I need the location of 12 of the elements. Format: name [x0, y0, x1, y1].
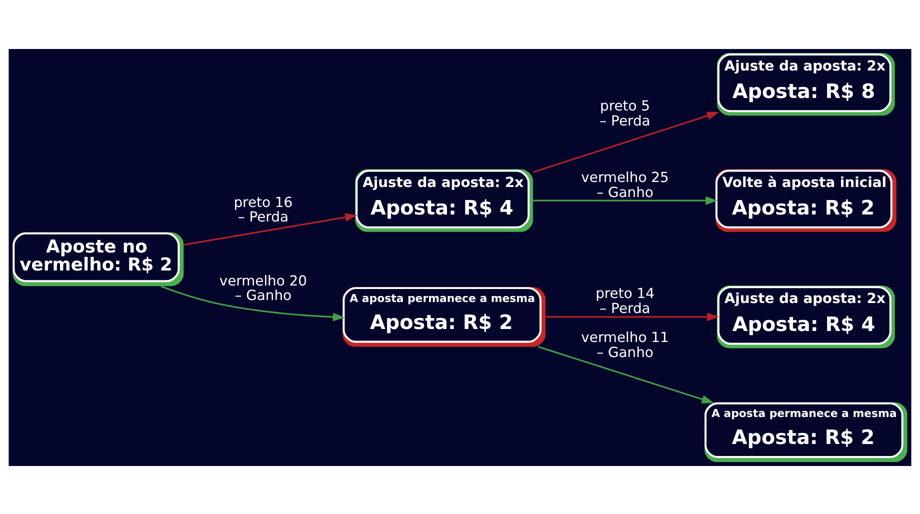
arrow	[184, 212, 358, 246]
edge-label: preto 14 – Perda	[596, 286, 654, 317]
edge-label: vermelho 11 – Ganho	[581, 329, 669, 360]
edge-label: vermelho 20 – Ganho	[219, 272, 308, 304]
arrow	[160, 284, 346, 321]
arrow	[533, 196, 718, 204]
edge-label: preto 5 – Perda	[600, 98, 650, 129]
arrow	[538, 345, 714, 403]
edge-label: preto 16 – Perda	[234, 194, 293, 226]
arrow	[546, 312, 720, 321]
arrow	[532, 111, 720, 172]
edge-label: vermelho 25 – Ganho	[581, 169, 669, 200]
